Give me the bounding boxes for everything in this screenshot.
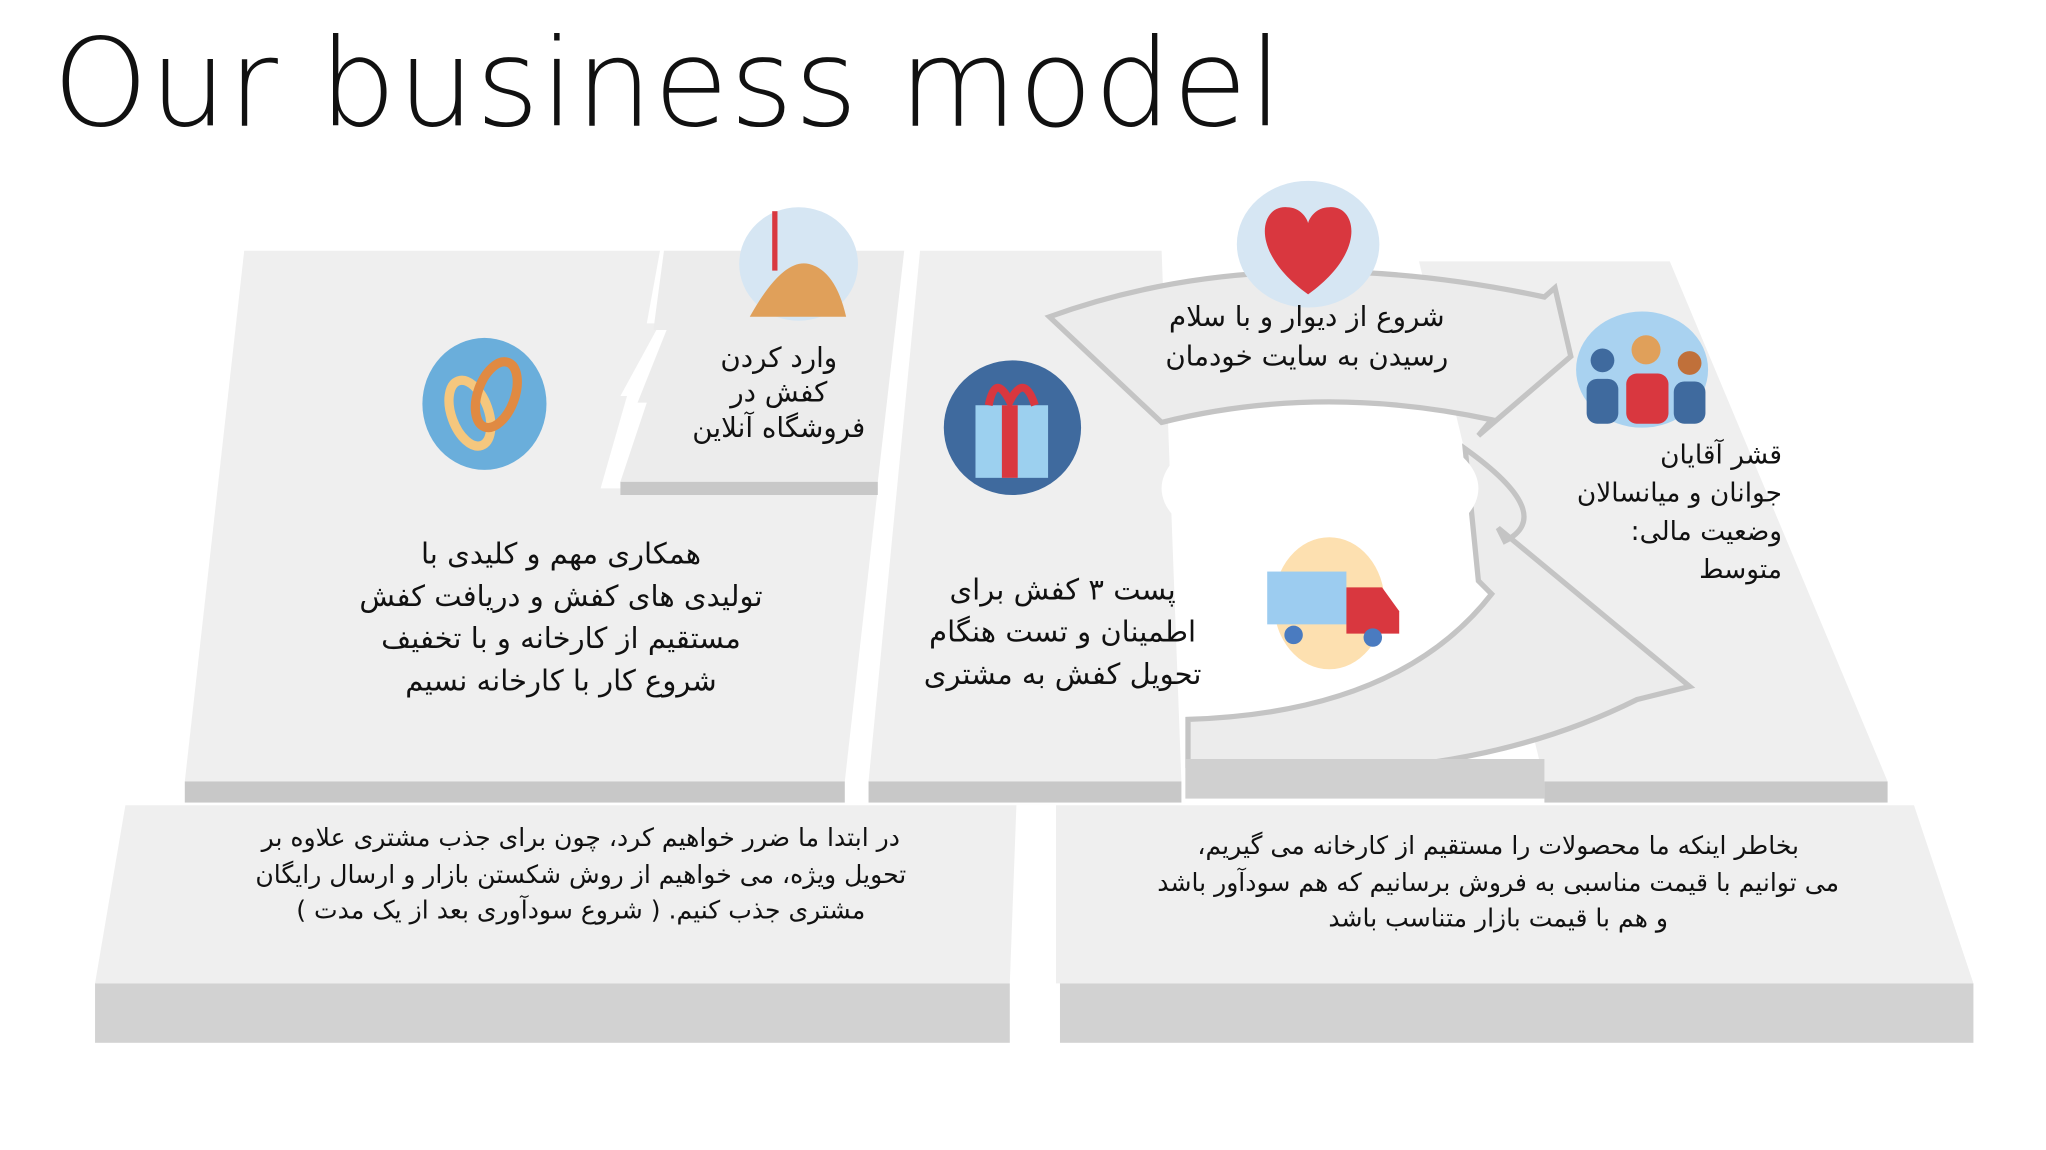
people-icon bbox=[1576, 311, 1709, 428]
shovel-sand-icon bbox=[739, 207, 859, 321]
key-partners-block bbox=[184, 250, 878, 803]
rings-icon bbox=[422, 337, 547, 470]
heart-icon bbox=[1236, 180, 1380, 308]
truck-icon bbox=[1267, 537, 1400, 670]
cost-structure-block bbox=[95, 805, 1017, 1043]
gift-icon bbox=[943, 360, 1082, 496]
cost-structure-text: در ابتدا ما ضرر خواهیم کرد، چون برای جذب… bbox=[255, 823, 907, 926]
revenue-streams-block bbox=[1056, 805, 1974, 1043]
revenue-streams-text: بخاطر اینکه ما محصولات را مستقیم از کارخ… bbox=[1157, 831, 1840, 934]
value-proposition-block bbox=[868, 250, 1182, 803]
page-title: Our business model bbox=[52, 13, 1284, 155]
